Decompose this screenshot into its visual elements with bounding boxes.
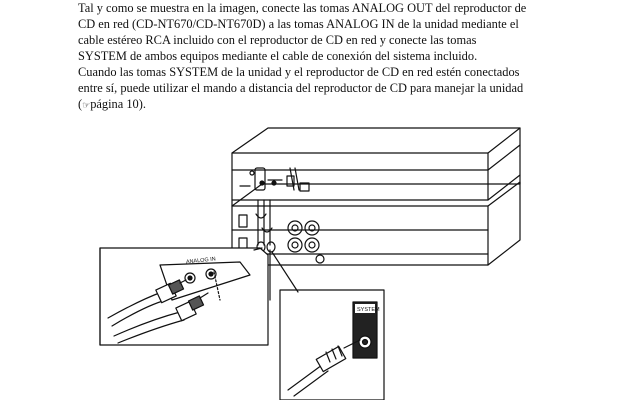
pointing-hand-icon: ☞ <box>82 101 91 111</box>
instruction-text: Tal y como se muestra en la imagen, cone… <box>78 0 598 114</box>
rca-plug-icon <box>107 279 187 327</box>
text-line: Cuando las tomas SYSTEM de la unidad y e… <box>78 65 520 79</box>
analog-in-callout <box>99 247 269 346</box>
analog-in-label: ANALOG IN <box>186 256 216 265</box>
text-line: cable estéreo RCA incluido con el reprod… <box>78 33 477 47</box>
mini-jack-plug-icon <box>287 339 361 397</box>
rca-plug-icon <box>113 292 209 344</box>
page-reference: (☞página 10). <box>78 96 598 114</box>
cd-player-unit <box>231 127 521 201</box>
page-ref-open: ( <box>78 97 83 111</box>
text-line: SYSTEM de ambos equipos mediante el cabl… <box>78 49 478 63</box>
main-unit <box>231 174 521 301</box>
system-callout <box>271 251 385 400</box>
page-ref-text: página 10). <box>90 97 146 111</box>
text-line: Tal y como se muestra en la imagen, cone… <box>78 1 527 15</box>
system-label-plate <box>355 304 375 313</box>
text-line: CD en red (CD-NT670/CD-NT670D) a las tom… <box>78 17 519 31</box>
text-line: entre sí, puede utilizar el mando a dist… <box>78 81 524 95</box>
system-label: SYSTEM <box>357 307 380 313</box>
